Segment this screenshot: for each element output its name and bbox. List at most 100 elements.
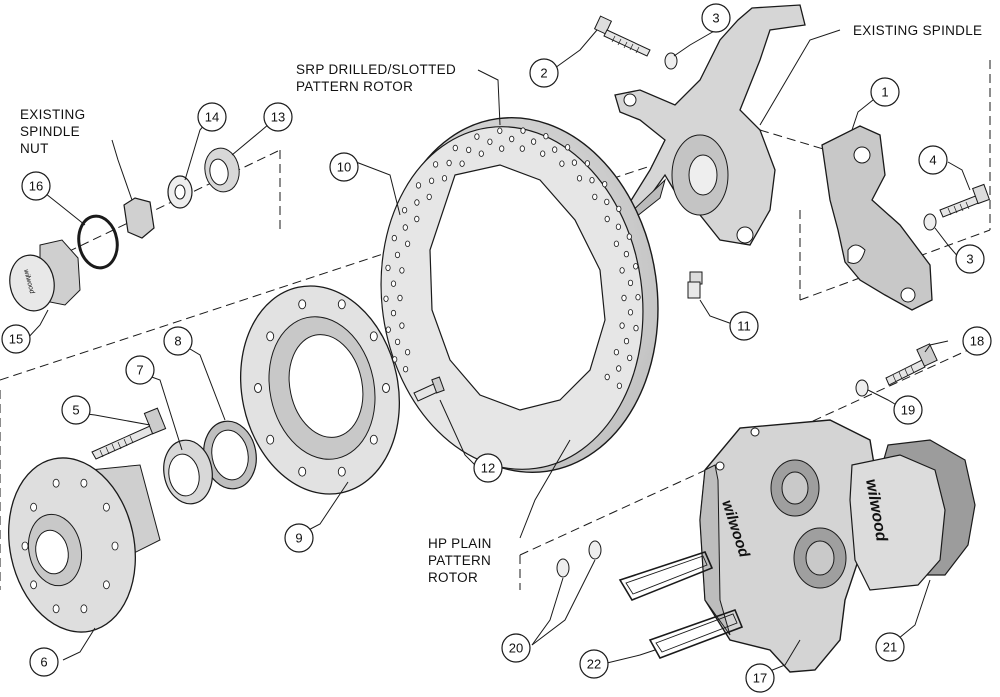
drill-hole (497, 127, 503, 134)
caption-existing-spindle: EXISTING SPINDLE (853, 23, 982, 38)
drill-hole (432, 161, 439, 168)
drill-hole (391, 234, 397, 242)
drill-hole (399, 322, 405, 329)
drill-hole (635, 294, 641, 301)
lug-hole (30, 580, 37, 590)
callout-number: 5 (72, 403, 79, 418)
hat-hole (298, 466, 307, 477)
drill-hole (623, 337, 630, 345)
drill-hole (402, 224, 408, 231)
drill-hole (404, 240, 411, 247)
callout-circle (579, 649, 609, 679)
lug-hole (103, 502, 110, 512)
hat-hole (298, 299, 307, 310)
drill-hole (626, 233, 632, 240)
drill-hole (414, 215, 420, 223)
hub (8, 457, 161, 633)
drill-hole (604, 198, 610, 206)
callout-number: 17 (753, 671, 767, 686)
grease-seal (203, 420, 257, 490)
callout-20: 20 (501, 633, 531, 663)
drill-hole (509, 135, 515, 143)
drill-hole (446, 159, 452, 167)
callout-12: 12 (473, 453, 503, 483)
spindle-bolt (593, 15, 651, 57)
drill-hole (399, 267, 405, 274)
caption-existing-spindle-text: EXISTING SPINDLE (853, 23, 982, 38)
callout-14: 14 (197, 102, 227, 132)
drill-hole (619, 322, 625, 329)
o-ring (77, 214, 119, 270)
callout-circle (163, 326, 193, 356)
existing-spindle (614, 4, 806, 246)
hat-hole (337, 299, 346, 310)
caliper (699, 419, 876, 673)
caption-srp-rotor: SRP DRILLED/SLOTTED PATTERN ROTOR (296, 62, 456, 94)
callout-circle (745, 663, 775, 693)
hat-hole (254, 383, 262, 393)
callout-11: 11 (729, 311, 759, 341)
drill-hole (571, 159, 578, 166)
caption-spindle-nut-line1: EXISTING (20, 107, 85, 122)
callout-number: 18 (970, 334, 984, 349)
callout-circle (729, 311, 759, 341)
callout-circle (501, 633, 531, 663)
caption-hp-rotor: HP PLAIN PATTERN ROTOR (428, 536, 491, 585)
drill-hole (390, 280, 397, 287)
callout-number: 3 (712, 11, 719, 26)
drill-hole (394, 338, 401, 346)
callout-circle (529, 58, 559, 88)
callout-15: 15 (1, 324, 31, 354)
drill-hole (459, 160, 465, 167)
drill-hole (415, 182, 422, 189)
callout-5: 5 (61, 395, 91, 425)
spindle-washer-upper (664, 52, 678, 70)
callout-circle (893, 395, 923, 425)
callout-16: 16 (21, 171, 51, 201)
caliper-bolt (885, 343, 938, 386)
spindle-washer-hole (174, 184, 186, 200)
rotor-hat (239, 285, 401, 495)
callout-6: 6 (29, 647, 59, 677)
drill-hole (559, 160, 565, 167)
callout-9: 9 (284, 523, 314, 553)
callout-1: 1 (870, 77, 900, 107)
drill-hole (478, 150, 484, 157)
brake-pad (849, 439, 976, 591)
callout-circle (329, 152, 359, 182)
drill-hole (543, 132, 549, 140)
drill-hole (466, 146, 472, 154)
drill-hole (474, 133, 480, 140)
drill-hole (627, 309, 634, 316)
drill-hole (604, 373, 610, 381)
callout-18: 18 (962, 326, 992, 356)
hat-hole (369, 331, 378, 342)
caption-spindle-nut-line3: NUT (20, 141, 49, 156)
drill-hole (401, 206, 408, 214)
lug-hole (52, 478, 60, 488)
callout-circle (125, 355, 155, 385)
shim-left (556, 558, 570, 578)
callout-circle (870, 77, 900, 107)
drill-hole (602, 180, 608, 188)
inner-bearing (163, 439, 213, 505)
callout-number: 8 (174, 334, 181, 349)
callout-number: 7 (136, 363, 143, 378)
drill-hole (589, 176, 595, 184)
drill-hole (616, 365, 622, 372)
drill-hole (385, 326, 391, 333)
lug-hole (103, 580, 110, 590)
caption-hp-rotor-line3: ROTOR (428, 570, 478, 585)
caliper-bracket (821, 125, 933, 311)
hat-bolt-holes (254, 299, 390, 477)
wheel-stud (91, 407, 167, 460)
drill-hole (390, 309, 397, 317)
hat-hole (337, 466, 346, 477)
lug-hole (30, 502, 37, 512)
spindle-nut (123, 197, 155, 239)
drill-hole (552, 146, 558, 153)
callout-number: 4 (929, 153, 936, 168)
callout-number: 19 (901, 403, 915, 418)
callout-circle (263, 102, 293, 132)
